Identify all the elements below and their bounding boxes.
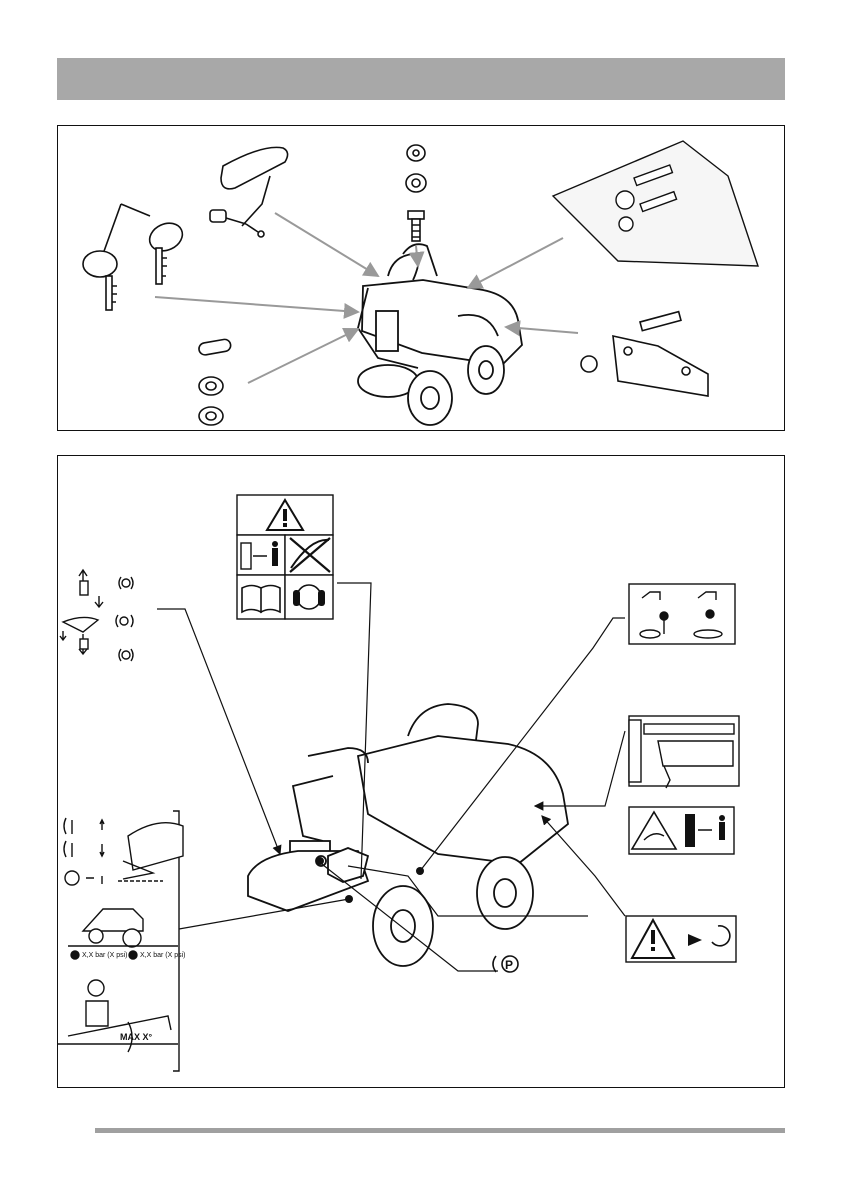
operation-decal-group: X,X bar (X psi) X,X bar (X psi) MAX X°	[58, 811, 186, 1071]
bolt-icon	[408, 211, 424, 241]
footer-rule	[95, 1128, 785, 1133]
parts-illustration	[58, 126, 786, 432]
parking-brake-label: P	[505, 958, 513, 972]
decals-illustration: X,X bar (X psi) X,X bar (X psi) MAX X°	[58, 456, 786, 1089]
clutch-decal-icon	[629, 716, 739, 788]
pressure-left-label: X,X bar (X psi)	[82, 952, 128, 959]
decals-panel: X,X bar (X psi) X,X bar (X psi) MAX X°	[57, 455, 785, 1088]
rotating-blade-icon	[626, 916, 736, 962]
seat-mirror-icon	[210, 147, 288, 237]
bracket-icon	[581, 312, 708, 396]
parking-brake-icon: P	[493, 956, 518, 972]
washer-icon	[406, 145, 426, 192]
no-passenger-icon	[285, 535, 333, 575]
read-manual-icon	[237, 575, 285, 619]
pressure-right-label: X,X bar (X psi)	[140, 952, 186, 959]
header-bar	[57, 58, 785, 100]
pin-icon	[198, 338, 232, 425]
tow-decal-icon	[629, 584, 735, 644]
key-icon	[83, 204, 187, 310]
keep-distance-icon	[237, 535, 285, 575]
lever-positions-icon	[60, 570, 133, 661]
rider-mower-icon	[248, 704, 568, 966]
hand-crush-icon	[629, 807, 734, 854]
rider-mower-icon	[358, 244, 522, 425]
parts-panel	[57, 125, 785, 431]
hearing-protection-icon	[285, 575, 333, 619]
warning-triangle-icon	[237, 495, 333, 535]
slope-label: MAX X°	[120, 1032, 153, 1042]
hardware-bag-icon	[553, 141, 758, 266]
